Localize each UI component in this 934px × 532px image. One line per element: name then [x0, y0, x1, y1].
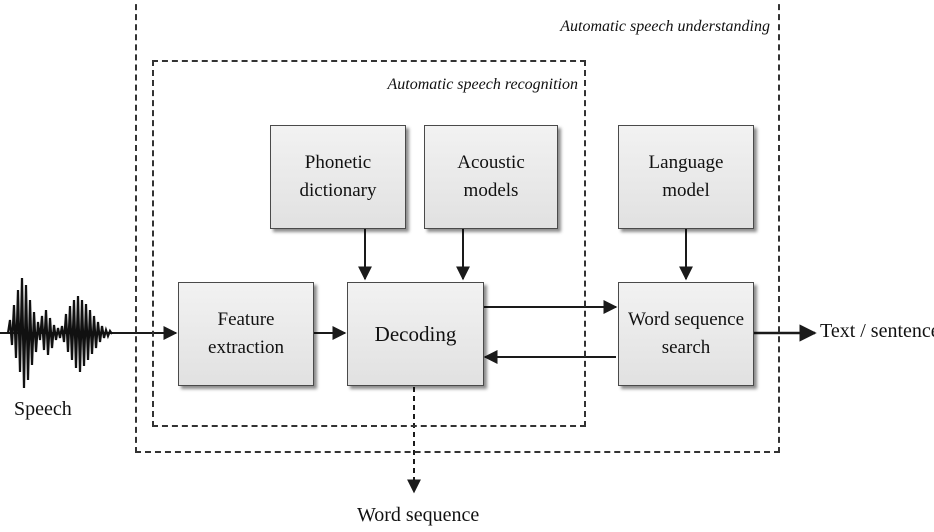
feature-extraction-block: Feature extraction	[178, 282, 314, 386]
asu-region-label: Automatic speech understanding	[560, 18, 770, 35]
speech-waveform-icon	[0, 277, 120, 389]
asu-region	[135, 0, 780, 453]
word-sequence-label: Word sequence	[357, 504, 480, 526]
text-sentence-label: Text / sentence	[820, 320, 934, 342]
acoustic-models-block: Acoustic models	[424, 125, 558, 229]
decoding-block: Decoding	[347, 282, 484, 386]
word-sequence-search-block: Word sequence search	[618, 282, 754, 386]
language-model-block: Language model	[618, 125, 754, 229]
asr-region-label: Automatic speech recognition	[387, 76, 578, 93]
asr-region	[152, 60, 586, 427]
phonetic-dictionary-block: Phonetic dictionary	[270, 125, 406, 229]
speech-label: Speech	[14, 398, 72, 420]
